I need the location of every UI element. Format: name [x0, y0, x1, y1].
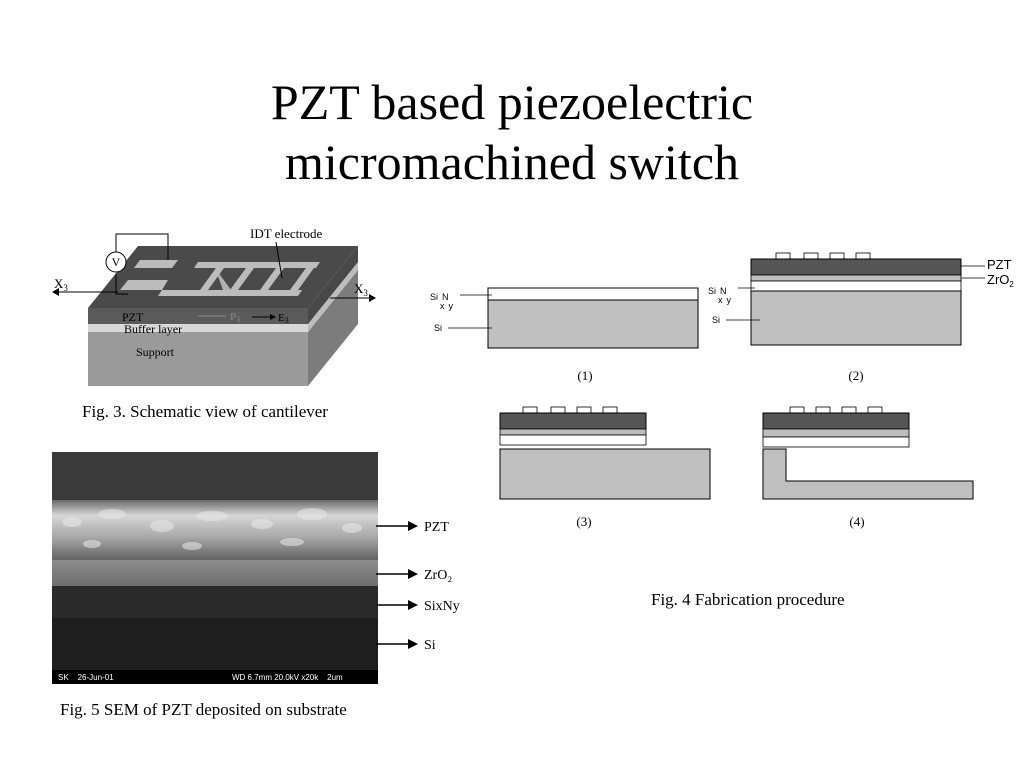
support-front-face — [88, 332, 308, 386]
sem-sixny-layer — [52, 586, 378, 618]
sem-texture — [62, 508, 362, 550]
sem-background-top — [52, 452, 378, 504]
figure-4-caption: Fig. 4 Fabrication procedure — [651, 590, 845, 609]
x3-right-label: X3 — [354, 281, 368, 298]
step-2-number: (2) — [848, 368, 863, 383]
idt-electrode — [120, 260, 320, 296]
voltage-wiring — [115, 233, 169, 295]
zro2-arrowhead — [408, 569, 418, 579]
buffer-front-face — [88, 324, 308, 332]
step-1-number: (1) — [577, 368, 592, 383]
step-3-diagram — [499, 406, 711, 500]
idt-leader-line — [275, 241, 283, 279]
pzt-side-face — [308, 246, 358, 324]
e3-label: E3 — [278, 312, 289, 325]
buffer-side-face — [308, 262, 358, 332]
sem-si-label: Si — [424, 638, 436, 653]
x3-right-arrowhead — [369, 294, 376, 302]
sem-pzt-label: PZT — [424, 520, 449, 535]
step-2-pzt-label: PZT — [987, 257, 1012, 272]
title-line-1: PZT based piezoelectric — [270, 74, 754, 130]
figure-5-caption: Fig. 5 SEM of PZT deposited on substrate — [60, 700, 347, 719]
voltage-label: V — [112, 255, 121, 269]
e3-arrowhead — [270, 314, 276, 320]
sem-zro2-label: ZrO₂ — [424, 568, 452, 583]
pzt-layer-label: PZT — [122, 310, 144, 324]
pzt-arrowhead — [408, 521, 418, 531]
x3-left-label: X3 — [54, 276, 68, 293]
step-4-number: (4) — [849, 514, 864, 529]
figure-3-cantilever-schematic: V IDT electrode X3 X3 PZT P3 E3 Buffer l… — [52, 226, 376, 386]
support-side-face — [308, 270, 358, 386]
idt-label: IDT electrode — [250, 226, 323, 241]
sem-info-left: SK 26-Jun-01 — [58, 673, 114, 682]
p3-label: P3 — [230, 311, 240, 324]
support-label: Support — [136, 345, 175, 359]
sixny-arrowhead — [408, 600, 418, 610]
buffer-layer-label: Buffer layer — [124, 322, 182, 336]
figure-3-caption: Fig. 3. Schematic view of cantilever — [82, 402, 328, 421]
voltage-source — [105, 251, 127, 273]
step-1-si-label: Si — [434, 323, 442, 333]
x3-left-arrowhead — [52, 288, 59, 296]
title-line-2: micromachined switch — [284, 134, 740, 190]
step-2-diagram — [750, 252, 962, 346]
step-2-si-label: Si — [712, 315, 720, 325]
sem-info-bar — [52, 670, 378, 684]
figure-5-sem-image: SK 26-Jun-01 WD 6.7mm 20.0kV x20k 2um — [52, 452, 378, 684]
slide-title: PZT based piezoelectric micromachined sw… — [0, 72, 1024, 192]
sem-sixny-label: SixNy — [424, 599, 460, 614]
step-4-diagram — [762, 406, 974, 500]
sem-pzt-layer — [52, 500, 378, 562]
sem-info-right: WD 6.7mm 20.0kV x20k 2um — [232, 673, 343, 682]
si-arrowhead — [408, 639, 418, 649]
figure-5-labels: PZT ZrO₂ SixNy Si — [376, 520, 460, 653]
sem-si-layer — [52, 618, 378, 670]
step-1-diagram — [487, 287, 699, 349]
sem-zro2-layer — [52, 560, 378, 586]
step-3-number: (3) — [576, 514, 591, 529]
step-2-zro2-label: ZrO2 — [987, 272, 1014, 289]
